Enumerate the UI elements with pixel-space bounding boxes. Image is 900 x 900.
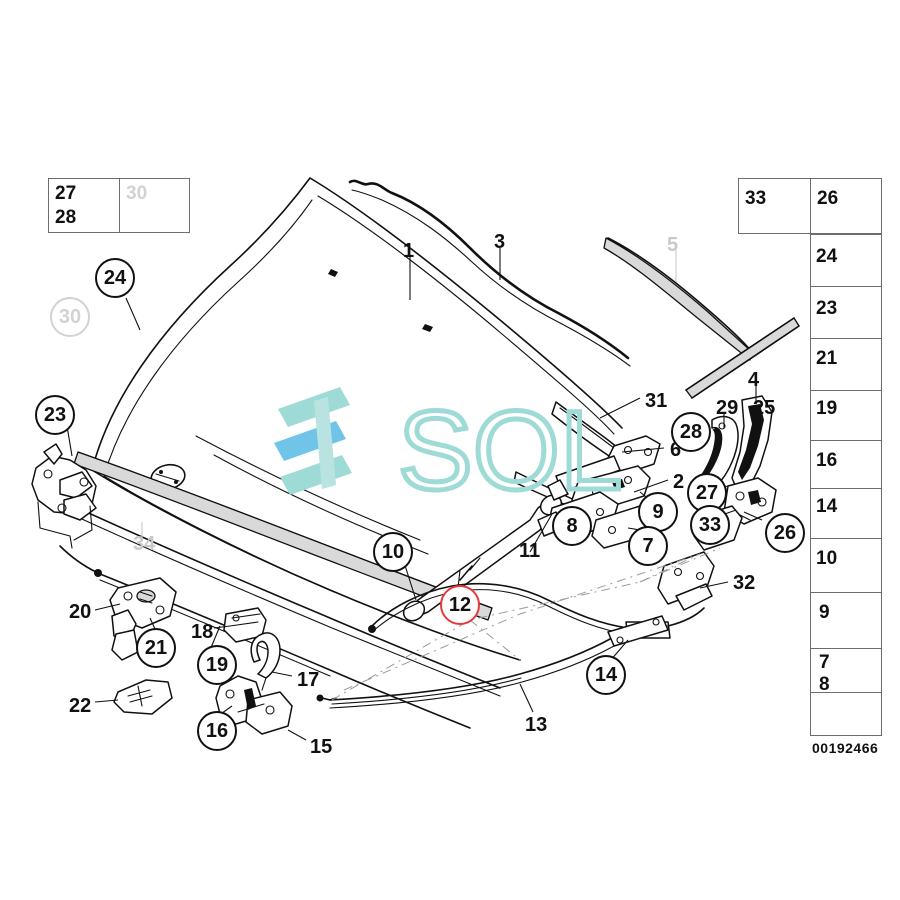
legend-number-21: 21 [816, 348, 838, 369]
part-15-latch-body [215, 658, 293, 735]
side-legend-divider-2 [810, 338, 882, 340]
callout-circle-8: 8 [552, 506, 592, 546]
callout-circle-7: 7 [628, 526, 668, 566]
legend-number-24: 24 [816, 246, 838, 267]
top-left-legend-divider [119, 178, 121, 233]
legend-number-10: 10 [816, 548, 838, 569]
part-17-striker-hook [250, 632, 281, 691]
callout-5: 5 [667, 234, 679, 256]
part-20-hinge-bracket [109, 577, 177, 661]
legend-number-30: 30 [126, 183, 148, 204]
callout-circle-21: 21 [136, 628, 176, 668]
legend-number-16: 16 [816, 450, 838, 471]
side-legend-divider-9 [810, 692, 882, 694]
part-32-bracket [657, 551, 715, 611]
part-13-bowden-cable [316, 615, 669, 709]
callout-circle-14: 14 [586, 655, 626, 695]
callout-13: 13 [525, 714, 548, 736]
legend-number-19: 19 [816, 398, 838, 419]
callout-circle-30: 30 [50, 297, 90, 337]
callout-circle-23: 23 [35, 395, 75, 435]
callout-17: 17 [297, 669, 320, 691]
callout-6: 6 [670, 439, 682, 461]
callout-22: 22 [69, 695, 92, 717]
part-22-cover-cap [113, 679, 173, 715]
callout-3: 3 [494, 231, 506, 253]
callout-circle-28: 28 [671, 412, 711, 452]
side-legend-divider-8 [810, 648, 882, 650]
callout-11: 11 [519, 540, 541, 562]
callout-29: 29 [716, 397, 739, 419]
legend-number-28: 28 [55, 207, 77, 228]
side-legend-divider-4 [810, 440, 882, 442]
part-6-bracket [547, 435, 661, 501]
callout-circle-19: 19 [197, 645, 237, 685]
side-legend-divider-5 [810, 488, 882, 490]
legend-number-33: 33 [745, 188, 767, 209]
side-legend-divider-1 [810, 286, 882, 288]
legend-number-14: 14 [816, 496, 838, 517]
callout-circle-16: 16 [197, 711, 237, 751]
diagram-code: 00192466 [812, 740, 879, 756]
legend-number-23: 23 [816, 298, 838, 319]
callout-34: 34 [133, 533, 156, 555]
callout-32: 32 [733, 572, 756, 594]
callout-circle-27: 27 [687, 473, 727, 513]
part-4-trim-strip [685, 317, 800, 399]
callout-2: 2 [673, 471, 685, 493]
part-5-seal-ghost [603, 237, 753, 361]
side-legend-divider-7 [810, 592, 882, 594]
callout-circle-10: 10 [373, 532, 413, 572]
callout-18: 18 [191, 621, 214, 643]
callout-31: 31 [645, 390, 668, 412]
hood-lower-edge-seal [59, 499, 501, 697]
callout-15: 15 [310, 736, 333, 758]
legend-number-26-top: 26 [817, 188, 839, 209]
side-legend-box [810, 234, 882, 736]
legend-number-27: 27 [55, 183, 77, 204]
side-legend-divider-6 [810, 538, 882, 540]
side-legend-divider-3 [810, 390, 882, 392]
legend-number-7: 7 [819, 652, 830, 673]
part-3-hood-seal [348, 179, 631, 367]
callout-circle-26: 26 [765, 513, 805, 553]
legend-number-9: 9 [819, 602, 830, 623]
callout-circle-33: 33 [690, 505, 730, 545]
callout-4: 4 [748, 369, 760, 391]
callout-circle-24: 24 [95, 258, 135, 298]
callout-25: 25 [753, 397, 776, 419]
callout-circle-12[interactable]: 12 [440, 585, 480, 625]
top-right-legend-divider [810, 178, 812, 234]
callout-1: 1 [403, 240, 415, 262]
callout-20: 20 [69, 601, 92, 623]
legend-number-8: 8 [819, 674, 830, 695]
construction-dash-lines [331, 547, 721, 701]
